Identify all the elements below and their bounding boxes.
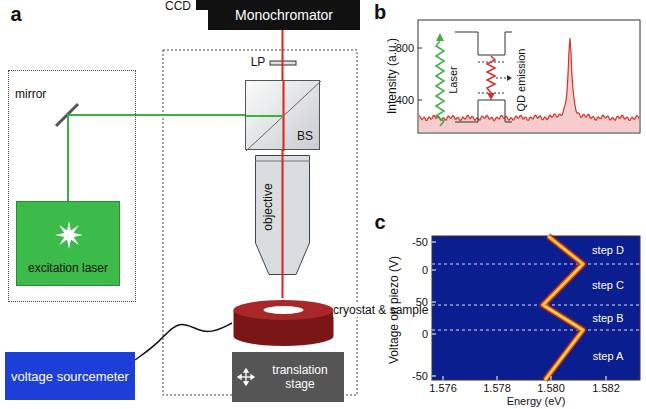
laser-module-frame: mirror excitation laser <box>8 70 136 302</box>
translation-stage: translation stage <box>232 352 344 402</box>
node-label: cryostat & sample <box>333 303 385 317</box>
tick-label: 400 <box>396 94 414 107</box>
node-label: BS <box>297 129 313 143</box>
spectrum-area <box>419 38 639 132</box>
node-label: excitation laser <box>28 261 108 275</box>
monochromator-box: Monochromator <box>208 0 360 30</box>
band-edge <box>455 100 512 122</box>
tick-label: 800 <box>396 42 414 55</box>
tick-label: -50 <box>412 370 428 383</box>
node-label: voltage sourcemeter <box>11 369 129 384</box>
node-label: objective <box>261 157 275 257</box>
step-label: step A <box>593 350 624 363</box>
part-label: CCD <box>165 0 191 14</box>
panel-letter: b <box>374 1 386 24</box>
enclosure-frame <box>163 50 357 395</box>
axis-title: Voltage on piezo (V) <box>388 256 402 364</box>
band-edge <box>455 32 512 55</box>
step-divider <box>432 305 640 306</box>
arrowhead <box>487 93 495 100</box>
beam-splitter: BS <box>245 80 320 150</box>
axis-ticks <box>432 242 606 380</box>
tick <box>418 48 422 49</box>
emission-arrow <box>487 56 495 93</box>
axis-title: Energy (eV) <box>507 395 566 408</box>
node-label: translation stage <box>256 363 344 391</box>
part-label: LP <box>251 56 266 70</box>
step-label: step D <box>592 244 624 257</box>
spectrum-line <box>419 38 639 121</box>
panel-letter: c <box>374 211 385 234</box>
tick-label: 1.580 <box>537 382 565 395</box>
cryostat: cryostat & sample <box>232 298 335 348</box>
emission-beam <box>282 30 284 80</box>
step-label: step C <box>592 279 624 292</box>
inset-label: Laser <box>447 66 460 94</box>
laser-beam <box>68 115 245 201</box>
panel-letter: a <box>10 3 21 26</box>
map-frame <box>432 236 640 380</box>
emission-trace <box>543 236 583 380</box>
arrowhead <box>436 33 444 41</box>
dotted-arrow <box>496 78 508 79</box>
inset-label: QD emission <box>515 49 528 112</box>
tick-label: 1.578 <box>483 382 511 395</box>
tick-label: 0 <box>422 264 428 277</box>
tick-label: -50 <box>412 236 428 249</box>
tick-label: 50 <box>416 296 428 309</box>
tick <box>418 100 422 101</box>
node-label: Monochromator <box>235 7 333 23</box>
step-divider <box>432 264 640 265</box>
excitation-laser: excitation laser <box>16 201 120 286</box>
step-label: step B <box>592 312 623 325</box>
node-label: mirror <box>15 87 46 101</box>
objective-lens: objective <box>255 155 310 275</box>
arrowhead <box>507 75 512 81</box>
emission-trace <box>543 236 583 380</box>
tick-label: 1.582 <box>592 382 620 395</box>
emission-beam <box>282 275 284 298</box>
cable <box>135 323 232 360</box>
cryostat-shape <box>232 298 335 348</box>
emission-trace <box>543 236 583 380</box>
tick-label: 0 <box>422 328 428 341</box>
laser-arrow <box>436 41 444 126</box>
step-divider <box>432 330 640 331</box>
tick-label: 1.576 <box>429 382 457 395</box>
spectrum-frame <box>418 20 640 133</box>
voltage-sourcemeter: voltage sourcemeter <box>5 352 135 400</box>
